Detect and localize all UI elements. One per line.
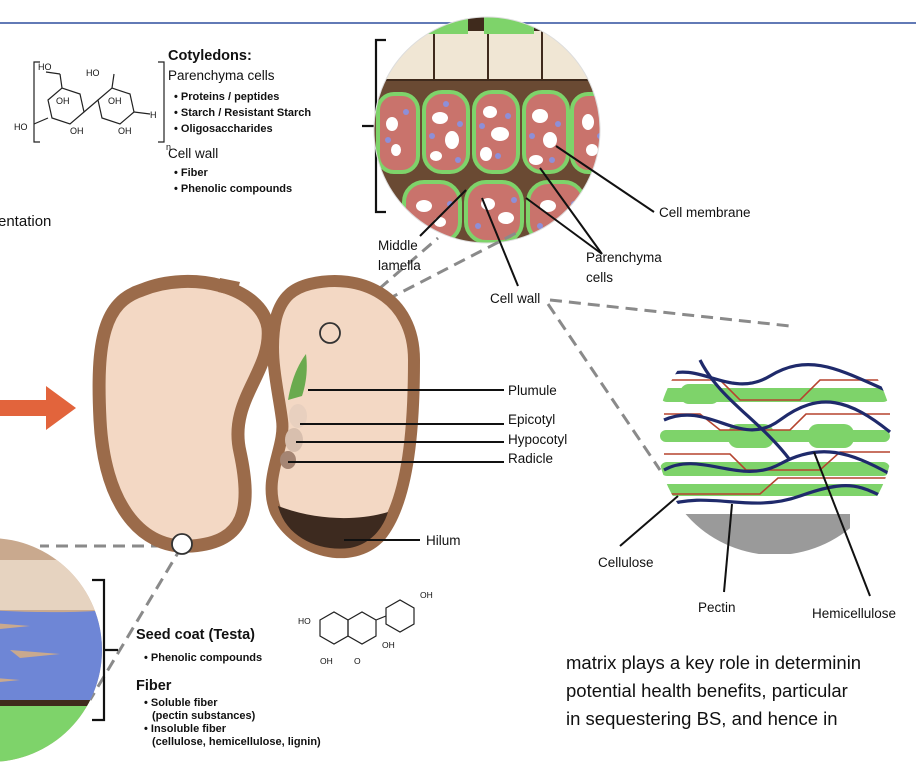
cell-wall-label: Cell wall — [490, 291, 540, 306]
parenchyma-magnified-circle — [370, 10, 612, 250]
radicle-label: Radicle — [508, 451, 553, 466]
chem-ho-3: HO — [14, 122, 28, 132]
epicotyl-label: Epicotyl — [508, 412, 555, 427]
pectin-label: Pectin — [698, 600, 736, 615]
chem-ho-1: HO — [38, 62, 52, 72]
radicle-shape — [280, 451, 296, 469]
parenchyma-cells-label-2: cells — [586, 270, 613, 285]
fiber-title: Fiber — [136, 678, 172, 694]
cellulose-label: Cellulose — [598, 555, 654, 570]
parenchyma-item: • Proteins / peptides — [174, 91, 279, 103]
fiber-item: • Soluble fiber — [144, 697, 218, 709]
middle-lamella-label-1: Middle — [378, 238, 418, 253]
left-margin-text: entation — [0, 213, 51, 230]
seed-coat-title: Seed coat (Testa) — [136, 627, 255, 643]
cell-membrane-label: Cell membrane — [659, 205, 751, 220]
cotyledons-title: Cotyledons: — [168, 48, 252, 64]
body-text-line: matrix plays a key role in determinin — [566, 652, 861, 674]
process-arrow — [0, 386, 76, 430]
flavonoid-oh-right: OH — [382, 640, 395, 650]
bean-left-half — [96, 278, 268, 546]
chem-oh-1: OH — [56, 96, 70, 106]
fiber-item: (cellulose, hemicellulose, lignin) — [152, 736, 321, 748]
hemicellulose-label: Hemicellulose — [812, 606, 896, 621]
zoom-marker-seed-coat — [172, 534, 192, 554]
chem-oh-2: OH — [70, 126, 84, 136]
hypocotyl-label: Hypocotyl — [508, 432, 567, 447]
body-text-line: potential health benefits, particular — [566, 680, 848, 702]
flavonoid-structure — [320, 600, 414, 644]
hilum-label: Hilum — [426, 533, 461, 548]
hypocotyl-shape — [285, 428, 303, 452]
flavonoid-o-bottom: O — [354, 656, 361, 666]
parenchyma-item: • Oligosaccharides — [174, 123, 273, 135]
cell-wall-item: • Fiber — [174, 167, 209, 179]
chem-oh-4: OH — [118, 126, 132, 136]
fiber-matrix-circle — [650, 360, 890, 554]
cell-wall-item: • Phenolic compounds — [174, 183, 292, 195]
fiber-item: • Insoluble fiber — [144, 723, 227, 735]
chem-oh-3: OH — [108, 96, 122, 106]
middle-lamella-label-2: lamella — [378, 258, 421, 273]
fiber-item: (pectin substances) — [152, 710, 256, 722]
parenchyma-heading: Parenchyma cells — [168, 68, 275, 83]
flavonoid-oh-top: OH — [420, 590, 433, 600]
bean-right-half — [272, 281, 414, 552]
flavonoid-oh-bottom: OH — [320, 656, 333, 666]
cell-wall-heading: Cell wall — [168, 146, 218, 161]
seed-coat-magnified-circle — [0, 530, 110, 764]
plumule-label: Plumule — [508, 383, 557, 398]
parenchyma-cells-label-1: Parenchyma — [586, 250, 662, 265]
chem-ho-2: HO — [86, 68, 100, 78]
seed-coat-item: • Phenolic compounds — [144, 652, 262, 664]
body-text-line: in sequestering BS, and hence in — [566, 708, 838, 730]
flavonoid-ho-left: HO — [298, 616, 311, 626]
parenchyma-item: • Starch / Resistant Starch — [174, 107, 311, 119]
chem-h: H — [150, 110, 157, 120]
